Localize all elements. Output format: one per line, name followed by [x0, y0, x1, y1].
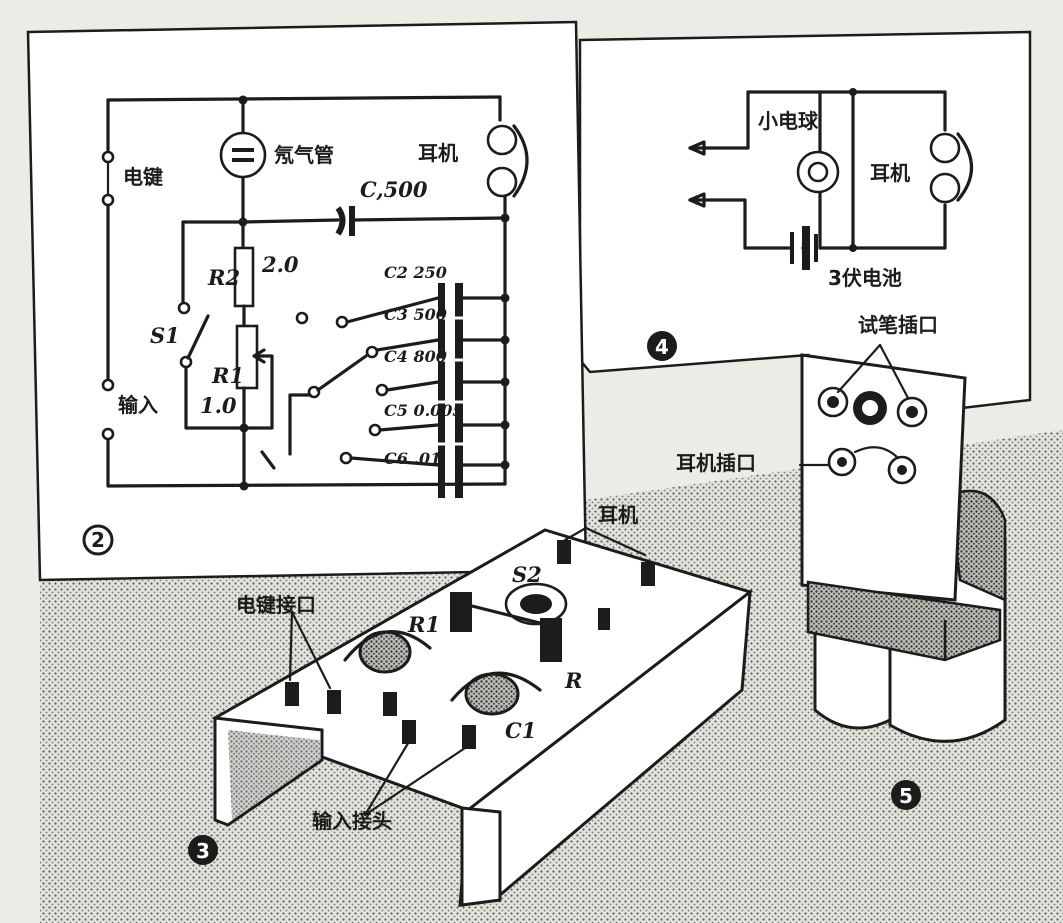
earphone-icon-fig2 [486, 124, 529, 198]
label-probe: 试笔插口 [858, 313, 938, 337]
figure4-panel [578, 30, 1032, 410]
label-bulb: 小电球 [758, 109, 819, 133]
label-cap-c5: C5 0.005 [384, 401, 464, 420]
label-c1: C1 [505, 718, 536, 743]
label-r1-fig3: R1 [407, 612, 440, 637]
label-earphone-fig3: 耳机 [598, 503, 638, 527]
label-r2: R2 [207, 265, 240, 290]
label-r1: R1 [211, 363, 244, 388]
label-r: R [564, 668, 582, 693]
label-earphone-fig2: 耳机 [418, 141, 458, 165]
label-key: 电键接口 [236, 593, 316, 617]
potentiometer-icon [343, 630, 432, 674]
figure3-badge: 3 [188, 835, 218, 865]
label-s2: S2 [512, 562, 542, 587]
figure2-circuit: 电键 氖气管 耳机 C,500 R2 2.0 R1 1.0 S1 输入 C2 2… [82, 95, 529, 556]
label-input: 输入 [118, 393, 158, 417]
label-cap-c2: C2 250 [384, 263, 447, 282]
terminal-posts [285, 540, 655, 749]
figure3-chassis: 耳机 电键接口 输入接头 S2 R C1 R1 3 [188, 503, 754, 907]
label-r2-value: 2.0 [261, 252, 299, 277]
bulb-icon [796, 150, 840, 194]
figure5-number: 5 [899, 784, 913, 808]
label-c: C,500 [360, 177, 428, 202]
neon-tube-icon [219, 131, 267, 179]
figure3-number: 3 [196, 839, 210, 863]
figure4-badge: 4 [647, 331, 677, 361]
label-earphone-fig4: 耳机 [870, 161, 910, 185]
label-neon: 氖气管 [273, 143, 334, 167]
battery-icon [790, 226, 818, 270]
label-earphone-jack: 耳机插口 [676, 451, 756, 475]
label-r1-value: 1.0 [200, 393, 237, 418]
figure4-number: 4 [655, 335, 669, 359]
rotary-switch-icon [450, 582, 568, 662]
earphone-icon [929, 132, 973, 204]
label-s1: S1 [150, 323, 180, 348]
label-input-connector: 输入接头 [312, 809, 392, 833]
figure5-device: 试笔插口 耳机插口 5 [676, 313, 1007, 810]
figure2-badge: 2 [82, 524, 114, 556]
figure4-circuit: 小电球 耳机 3伏电池 4 [647, 88, 973, 361]
label-cap-c6: C6 .01 [384, 449, 441, 468]
capacitor-bank-icon [438, 283, 466, 498]
label-electrode: 电键 [123, 165, 163, 189]
figure5-badge: 5 [891, 780, 921, 810]
label-cap-c3: C3 500 [384, 305, 447, 324]
label-cap-c4: C4 800 [384, 347, 447, 366]
capacitor-dial-icon [450, 671, 542, 716]
label-battery: 3伏电池 [828, 266, 902, 290]
figure2-number: 2 [91, 528, 105, 552]
